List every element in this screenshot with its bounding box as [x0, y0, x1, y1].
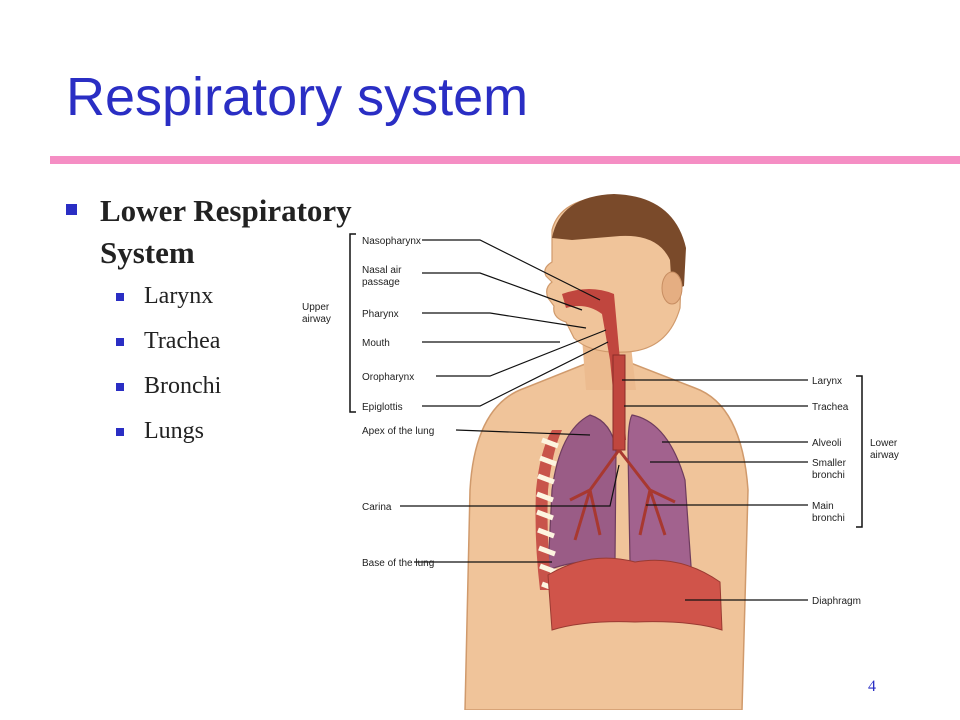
title-divider: [50, 156, 960, 164]
diagram-label: bronchi: [812, 513, 845, 524]
slide-title: Respiratory system: [66, 67, 529, 127]
human-figure-illustration: [464, 194, 749, 710]
bullet-list: Lower Respiratory System Larynx Trachea …: [66, 190, 416, 454]
square-bullet-icon: [116, 427, 124, 436]
diagram-label: Mouth: [362, 338, 390, 349]
square-bullet-icon: [116, 382, 124, 391]
sub-bullet-text: Bronchi: [144, 373, 222, 399]
main-bullet: Lower Respiratory System: [66, 190, 416, 274]
airway-group-brackets: [349, 233, 863, 528]
group-label: airway: [302, 314, 331, 325]
sub-bullet: Larynx: [116, 274, 416, 319]
diagram-label: bronchi: [812, 470, 845, 481]
group-label: Upper: [302, 302, 330, 313]
diagram-label: Nasopharynx: [362, 236, 421, 247]
diagram-label: Base of the lung: [362, 558, 434, 569]
diagram-label: Trachea: [812, 402, 849, 413]
sub-bullet-text: Lungs: [144, 418, 204, 444]
diagram-label: Diaphragm: [812, 596, 861, 607]
diagram-label: Smaller: [812, 458, 847, 469]
square-bullet-icon: [116, 292, 124, 301]
page-number: 4: [868, 678, 876, 695]
group-label: airway: [870, 450, 899, 461]
diagram-label: passage: [362, 277, 400, 288]
square-bullet-icon: [66, 204, 77, 215]
diagram-label: Epiglottis: [362, 402, 403, 413]
sub-bullet: Bronchi: [116, 364, 416, 409]
sub-bullet: Trachea: [116, 319, 416, 364]
diagram-label: Oropharynx: [362, 372, 414, 383]
diagram-label: Pharynx: [362, 309, 399, 320]
label-leader-lines: [400, 239, 808, 601]
main-bullet-line: Lower Respiratory: [100, 193, 352, 228]
square-bullet-icon: [116, 337, 124, 346]
respiratory-system-diagram: Nasopharynx Nasal air passage Pharynx Mo…: [302, 194, 899, 710]
main-bullet-line: System: [100, 235, 195, 270]
diagram-label: Main: [812, 501, 834, 512]
main-bullet-text: Lower Respiratory System: [100, 190, 352, 274]
sub-bullet: Lungs: [116, 409, 416, 454]
diagram-label: Nasal air: [362, 265, 402, 276]
diagram-label: Larynx: [812, 376, 842, 387]
group-label: Lower: [870, 438, 898, 449]
sub-bullet-text: Trachea: [144, 328, 221, 354]
sub-bullet-text: Larynx: [144, 283, 214, 309]
diagram-label: Apex of the lung: [362, 426, 434, 437]
diagram-label: Carina: [362, 502, 392, 513]
diagram-label: Alveoli: [812, 438, 841, 449]
